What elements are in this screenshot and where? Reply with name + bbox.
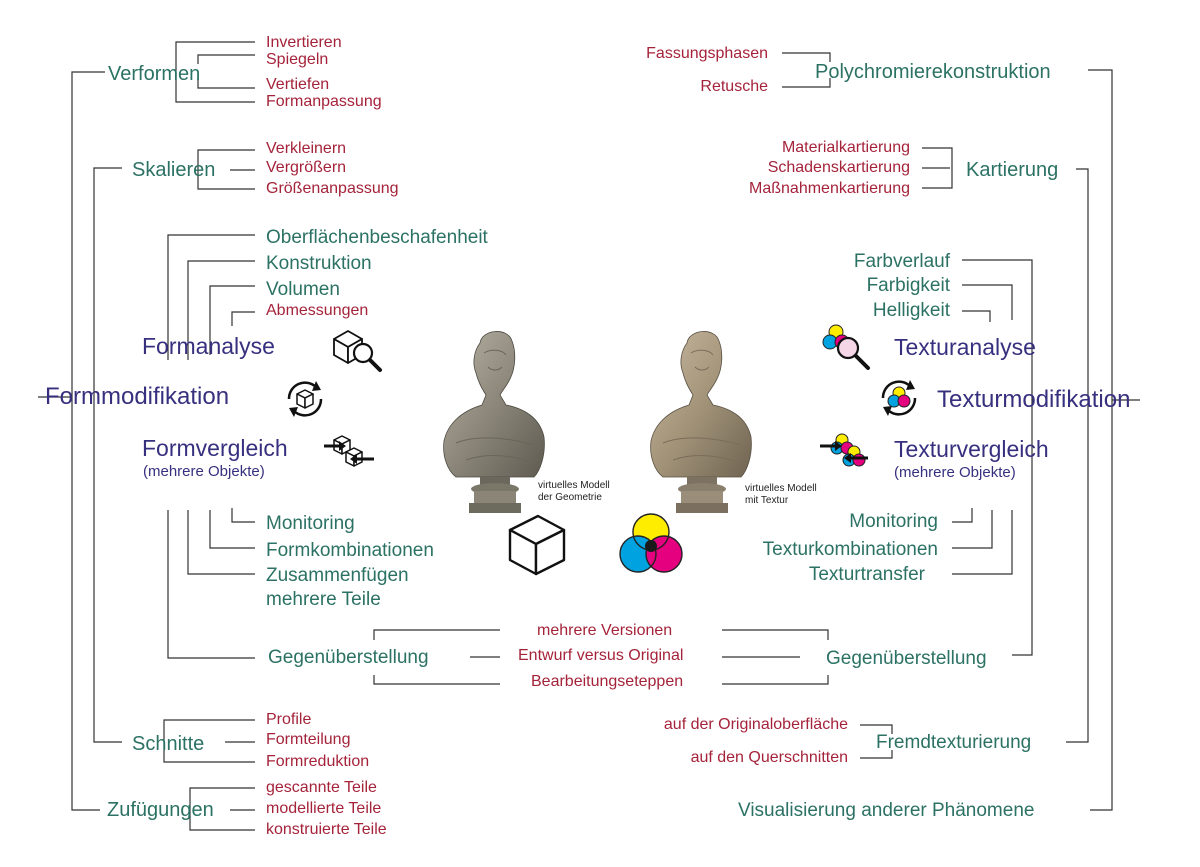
texturanalyse-item-farbverlauf: Farbverlauf: [853, 251, 950, 272]
schnitte-item-formreduktion: Formreduktion: [266, 753, 370, 770]
verformen-item-formanpassung: Formanpassung: [266, 93, 382, 110]
comparison-item-entwurf: Entwurf versus Original: [518, 647, 684, 664]
geometry-caption-line-1: virtuelles Modell: [538, 480, 610, 491]
compare-cube-icon: [324, 435, 374, 467]
wireframe-cube-icon: [508, 514, 566, 576]
formvergleich-item-mehrere-teile: mehrere Teile: [266, 589, 381, 610]
color-magnifier-icon: [822, 324, 870, 370]
texturanalyse-item-farbigkeit: Farbigkeit: [866, 275, 950, 296]
comparison-item-bearbeitung: Bearbeitungseteppen: [531, 673, 684, 690]
compare-color-icon: [820, 433, 868, 467]
verformen-label: Verformen: [108, 63, 201, 85]
kartierung-item-schaden: Schadenskartierung: [767, 159, 910, 176]
texture-caption-line-1: virtuelles Modell: [745, 483, 817, 494]
verformen-item-invertieren: Invertieren: [266, 34, 342, 51]
bust-geometry-image: [443, 331, 545, 513]
geometry-caption-line-2: der Geometrie: [538, 491, 602, 503]
texturmodifikation-label: Texturmodifikation: [937, 386, 1131, 413]
kartierung-item-massnahmen: Maßnahmenkartierung: [749, 180, 910, 197]
cube-magnifier-icon: [333, 330, 382, 372]
kartierung-item-material: Materialkartierung: [781, 139, 910, 156]
rotate-color-icon: [881, 380, 917, 416]
polychromie-item-fassungsphasen: Fassungsphasen: [646, 45, 768, 62]
polychromie-label: Polychromierekonstruktion: [815, 61, 1051, 83]
texturanalyse-label: Texturanalyse: [894, 334, 1036, 360]
texturvergleich-item-transfer: Texturtransfer: [808, 564, 925, 585]
bust-texture-image: [650, 331, 752, 513]
zufuegungen-item-modelliert: modellierte Teile: [266, 800, 382, 817]
skalieren-item-vergroessern: Vergrößern: [266, 159, 347, 176]
schnitte-item-profile: Profile: [266, 711, 312, 728]
zufuegungen-item-konstruiert: konstruierte Teile: [266, 821, 387, 838]
texturvergleich-item-kombinationen: Texturkombinationen: [762, 539, 938, 560]
formanalyse-item-volumen: Volumen: [266, 279, 340, 300]
verformen-item-vertiefen: Vertiefen: [266, 76, 330, 93]
formmodifikation-label: Formmodifikation: [45, 383, 230, 410]
texture-caption: virtuelles Modell mit Textur: [745, 483, 817, 506]
comparison-item-versionen: mehrere Versionen: [537, 622, 673, 639]
formvergleich-label: Formvergleich: [142, 435, 288, 461]
fremdtexturierung-item-querschnitte: auf den Querschnitten: [690, 749, 848, 766]
left-gegenueberstellung-label: Gegenüberstellung: [268, 647, 429, 668]
formvergleich-item-monitoring: Monitoring: [266, 513, 355, 534]
zufuegungen-label: Zufügungen: [107, 799, 214, 821]
skalieren-label: Skalieren: [132, 159, 216, 181]
right-gegenueberstellung-label: Gegenüberstellung: [826, 648, 987, 669]
formvergleich-sub: (mehrere Objekte): [143, 463, 265, 480]
fremdtexturierung-label: Fremdtexturierung: [876, 732, 1032, 753]
skalieren-item-verkleinern: Verkleinern: [266, 140, 347, 157]
rotate-cube-icon: [287, 381, 323, 417]
formanalyse-item-oberflaeche: Oberflächenbeschafenheit: [266, 227, 488, 248]
texturanalyse-item-helligkeit: Helligkeit: [872, 300, 950, 321]
formanalyse-item-abmessungen: Abmessungen: [266, 302, 369, 319]
visualisierung-label: Visualisierung anderer Phänomene: [738, 800, 1035, 821]
formanalyse-item-konstruktion: Konstruktion: [266, 253, 372, 274]
polychromie-item-retusche: Retusche: [700, 78, 768, 95]
schnitte-label: Schnitte: [132, 733, 205, 755]
cmy-venn-icon: [619, 513, 683, 573]
kartierung-label: Kartierung: [966, 159, 1059, 181]
formvergleich-item-zusammenfuegen: Zusammenfügen: [266, 565, 409, 586]
texturvergleich-item-monitoring: Monitoring: [849, 511, 938, 532]
texturvergleich-label: Texturvergleich: [894, 436, 1049, 462]
texture-caption-line-2: mit Textur: [745, 494, 789, 506]
skalieren-item-groessenanpassung: Größenanpassung: [266, 180, 399, 197]
zufuegungen-item-gescannt: gescannte Teile: [266, 779, 377, 796]
fremdtexturierung-item-original: auf der Originaloberfläche: [663, 716, 848, 733]
schnitte-item-formteilung: Formteilung: [266, 731, 351, 748]
texturvergleich-sub: (mehrere Objekte): [894, 464, 1016, 481]
formvergleich-item-formkombinationen: Formkombinationen: [266, 540, 434, 561]
verformen-item-spiegeln: Spiegeln: [266, 51, 329, 68]
geometry-caption: virtuelles Modell der Geometrie: [538, 480, 610, 503]
formanalyse-label: Formanalyse: [142, 333, 275, 359]
